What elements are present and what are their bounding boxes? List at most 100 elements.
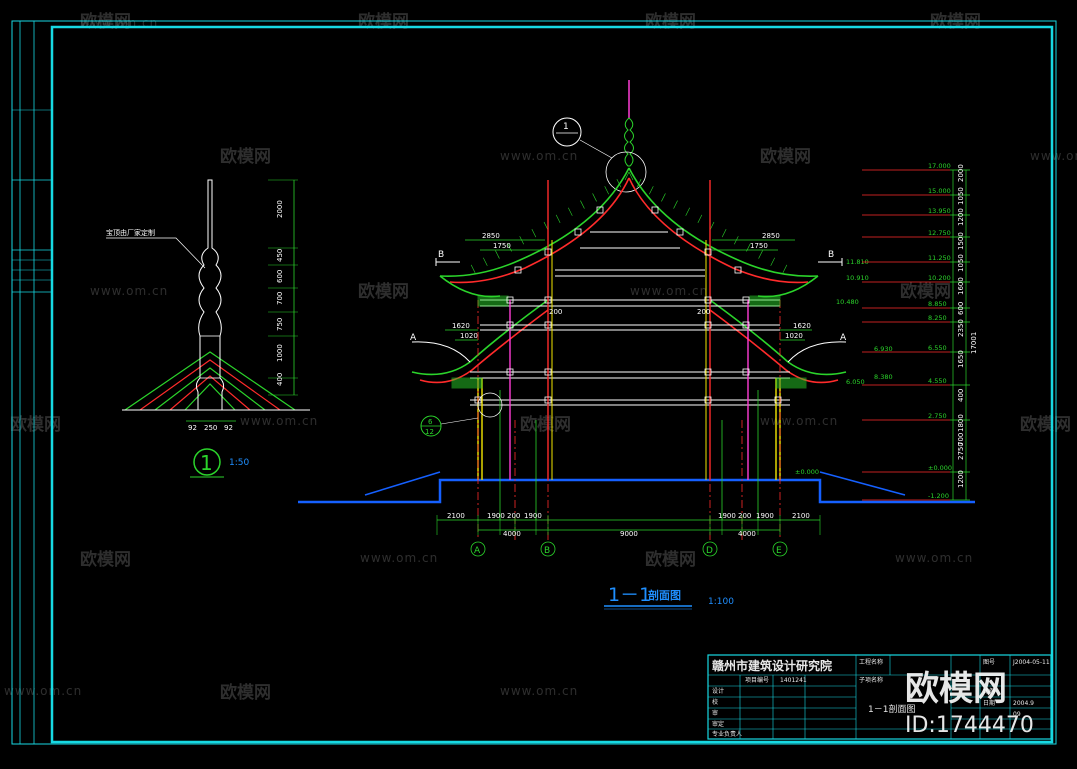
- rafter: [782, 264, 788, 273]
- tb-row-label: 审: [712, 709, 718, 717]
- elevation-mid: ±0.000: [795, 468, 819, 476]
- beam-end: [544, 368, 552, 376]
- watermark-brand: 欧模网: [900, 281, 951, 302]
- eave-dim: 1020: [460, 332, 478, 340]
- beam-end: [734, 266, 742, 274]
- rafter: [604, 186, 609, 195]
- tb-misc-label: 日期: [983, 699, 995, 707]
- bottom-dim: 1900: [487, 512, 505, 520]
- elevation-label: 8.850: [928, 300, 947, 308]
- watermark-url: www.om.cn: [90, 284, 168, 298]
- tb-misc-label: 子项名称: [859, 676, 883, 684]
- beam-end: [651, 206, 659, 214]
- drawing-number: J2004-05-11: [1012, 659, 1050, 666]
- beam-end: [544, 248, 552, 256]
- rafter: [483, 257, 488, 266]
- rafter: [568, 207, 573, 216]
- drawing-frame: [11, 20, 1057, 745]
- watermark-brand: 欧模网: [80, 549, 131, 570]
- ground-line: [298, 471, 975, 504]
- right-dim-label: 1800: [957, 414, 965, 432]
- eave-dim: 2850: [482, 232, 500, 240]
- axis-label: B: [544, 546, 550, 556]
- watermark-url: www.om.cn: [4, 684, 82, 698]
- watermark-brand: 欧模网: [220, 682, 271, 703]
- elevation-label: 10.200: [928, 274, 951, 282]
- rafter: [628, 171, 634, 181]
- total-height-dim: 17001: [970, 332, 978, 354]
- inner-dim: 200: [549, 308, 562, 316]
- elevation-label: 13.950: [928, 207, 951, 215]
- watermark-brand: 欧模网: [10, 414, 61, 435]
- watermark-url: www.om.cn: [500, 684, 578, 698]
- watermark-brand: 欧模网: [220, 146, 271, 167]
- tb-misc-label: 比例: [983, 687, 995, 695]
- section-drawing: 1: [298, 80, 978, 610]
- eave-dim: 1620: [452, 322, 470, 330]
- rafter: [580, 200, 585, 209]
- finial-detail: 宝顶由厂家定制 2000 450 600 700 750 1000 400 92…: [106, 179, 310, 478]
- watermark-url: www.om.cn: [760, 414, 838, 428]
- elevation-mid: 6.930: [874, 345, 893, 353]
- beam-end: [704, 368, 712, 376]
- drawing-date: 2004.9: [1013, 700, 1034, 707]
- cut-label: A: [410, 333, 417, 343]
- watermark-overlay: 欧模网 ID:1744470: [905, 669, 1034, 738]
- beam-end: [514, 266, 522, 274]
- finial-base-dim: 92: [188, 424, 197, 432]
- beam-end: [544, 296, 552, 304]
- finial-base-dim: 250: [204, 424, 217, 432]
- drawing-name: 1－1剖面图: [868, 703, 915, 715]
- eave-dim: 1620: [793, 322, 811, 330]
- bottom-dim: 2100: [447, 512, 465, 520]
- elevation-mid: 8.380: [874, 373, 893, 381]
- bottom-dim: 4000: [503, 530, 521, 538]
- beam-end: [704, 321, 712, 329]
- tb-row-label: 校: [712, 698, 718, 706]
- watermark-url: www.om.cn: [360, 551, 438, 565]
- watermark-brand: 欧模网: [760, 146, 811, 167]
- right-dim-label: 1050: [957, 254, 965, 272]
- right-dimension-labels: 2000105012001500105016006002350165040018…: [957, 164, 965, 488]
- finial-dim: 2000: [276, 200, 284, 218]
- beam-ends: [474, 206, 782, 404]
- elevation-label: ±0.000: [928, 464, 952, 472]
- side-callout-top: 6: [428, 418, 433, 426]
- rafter: [758, 250, 763, 259]
- right-dim-label: 1200: [957, 208, 965, 226]
- detail-scale: 1:50: [229, 458, 249, 468]
- tb-row-label: 设计: [712, 687, 724, 695]
- beam-end: [574, 228, 582, 236]
- bottom-dimension-ticks: [436, 515, 821, 535]
- rafter: [649, 186, 654, 195]
- rafter: [495, 250, 500, 259]
- project-number: 1401241: [780, 677, 807, 684]
- beam-end: [544, 321, 552, 329]
- finial-dim: 1000: [276, 344, 284, 362]
- elevation-label: 2.750: [928, 412, 947, 420]
- elevation-label: 4.550: [928, 377, 947, 385]
- eave-dim: 1750: [750, 242, 768, 250]
- section-scale: 1:100: [708, 597, 734, 607]
- elevation-label: 6.550: [928, 344, 947, 352]
- right-dim-label: 600: [957, 302, 965, 315]
- finial-dim: 750: [276, 318, 284, 331]
- watermark-url: www.om.cn: [630, 284, 708, 298]
- watermark-brand-large: 欧模网: [905, 669, 1007, 709]
- rafter: [624, 171, 630, 181]
- rafter: [470, 264, 476, 273]
- tb-row-label: 审定: [712, 720, 724, 728]
- beam-end: [704, 248, 712, 256]
- right-dim-label: 2750: [957, 442, 965, 460]
- watermark-brand: 欧模网: [358, 281, 409, 302]
- beam-end: [596, 206, 604, 214]
- bottom-dim: 1900: [524, 512, 542, 520]
- right-dim-label: 2000: [957, 164, 965, 182]
- elevation-mid: 10.910: [846, 274, 869, 282]
- rafter: [592, 193, 597, 202]
- finial-base-dim: 92: [224, 424, 233, 432]
- tb-misc-label: 工程名称: [859, 658, 883, 666]
- side-callout-bottom: 12: [425, 428, 434, 436]
- watermark-brand: 欧模网: [1020, 414, 1071, 435]
